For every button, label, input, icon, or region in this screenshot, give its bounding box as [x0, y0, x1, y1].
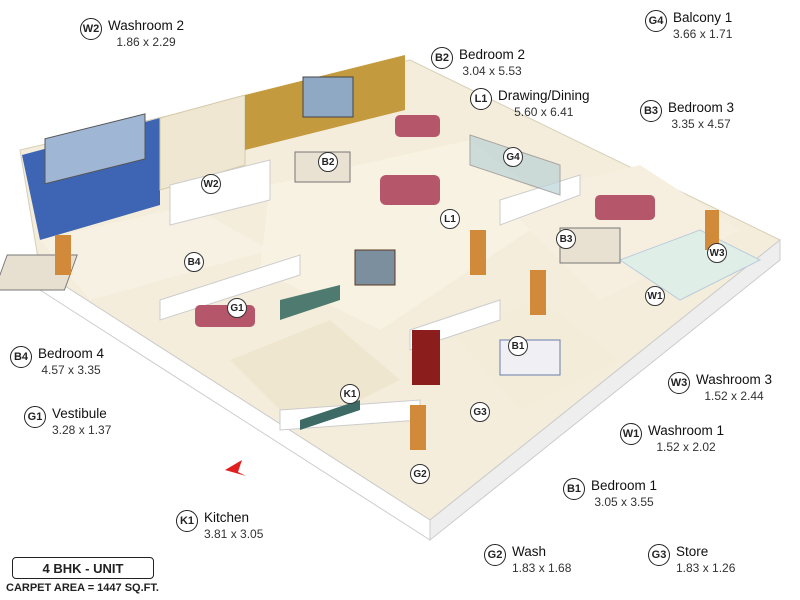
- legend-name: Bedroom 4: [38, 346, 105, 361]
- sofa-living: [380, 175, 440, 205]
- legend-drawing-dining: L1 Drawing/Dining 5.60 x 6.41: [470, 88, 590, 120]
- legend-bedroom3: B3 Bedroom 3 3.35 x 4.57: [640, 100, 734, 132]
- legend-code: G2: [484, 544, 506, 566]
- plan-marker-b3: B3: [556, 229, 576, 249]
- legend-name: Vestibule: [52, 406, 107, 421]
- legend-vestibule: G1 Vestibule 3.28 x 1.37: [24, 406, 111, 438]
- legend-name: Store: [676, 544, 709, 559]
- plan-marker-g1: G1: [227, 298, 247, 318]
- legend-washroom2: W2 Washroom 2 1.86 x 2.29: [80, 18, 184, 50]
- legend-name: Kitchen: [204, 510, 250, 525]
- unit-title-box: 4 BHK - UNIT: [12, 557, 154, 579]
- sofa-b3: [595, 195, 655, 220]
- legend-code: G4: [645, 10, 667, 32]
- plan-marker-g4: G4: [503, 147, 523, 167]
- legend-code: B4: [10, 346, 32, 368]
- legend-name: Bedroom 1: [591, 478, 658, 493]
- bedroom4-window: [44, 113, 146, 185]
- legend-name: Bedroom 2: [459, 47, 526, 62]
- door-1: [55, 235, 71, 275]
- legend-code: W3: [668, 372, 690, 394]
- legend-code: W1: [620, 423, 642, 445]
- plan-marker-w1: W1: [645, 286, 665, 306]
- legend-kitchen: K1 Kitchen 3.81 x 3.05: [176, 510, 263, 542]
- legend-dims: 1.86 x 2.29: [116, 35, 176, 49]
- door-3: [530, 270, 546, 315]
- legend-dims: 3.66 x 1.71: [673, 27, 733, 41]
- carpet-area-label: CARPET AREA = 1447 SQ.FT.: [6, 582, 159, 594]
- legend-name: Drawing/Dining: [498, 88, 590, 103]
- plan-marker-g3: G3: [470, 402, 490, 422]
- kitchen-floor: [230, 320, 400, 430]
- legend-name: Bedroom 3: [668, 100, 735, 115]
- legend-dims: 1.52 x 2.44: [704, 389, 764, 403]
- legend-name: Washroom 1: [648, 423, 725, 438]
- plan-marker-b2: B2: [318, 152, 338, 172]
- door-4: [410, 405, 426, 450]
- legend-dims: 1.83 x 1.26: [676, 561, 736, 575]
- plan-marker-w3: W3: [707, 243, 727, 263]
- legend-code: B1: [563, 478, 585, 500]
- legend-name: Wash: [512, 544, 547, 559]
- legend-wash: G2 Wash 1.83 x 1.68: [484, 544, 571, 576]
- legend-dims: 1.83 x 1.68: [512, 561, 572, 575]
- legend-code: G1: [24, 406, 46, 428]
- kitchen-counter: [280, 285, 340, 320]
- legend-bedroom2: B2 Bedroom 2 3.04 x 5.53: [431, 47, 525, 79]
- plan-marker-b4: B4: [184, 252, 204, 272]
- legend-code: B2: [431, 47, 453, 69]
- living-floor: [260, 140, 560, 330]
- washroom2-wall: [159, 94, 246, 191]
- outer-wall-right: [429, 238, 781, 542]
- entry-arrow: [225, 460, 246, 476]
- legend-name: Washroom 2: [108, 18, 185, 33]
- legend-dims: 1.52 x 2.02: [656, 440, 716, 454]
- dining-table: [354, 249, 396, 286]
- fridge: [412, 330, 440, 385]
- legend-store: G3 Store 1.83 x 1.26: [648, 544, 735, 576]
- legend-code: W2: [80, 18, 102, 40]
- bed-b1: [499, 339, 561, 376]
- plan-marker-b1: B1: [508, 336, 528, 356]
- legend-washroom3: W3 Washroom 3 1.52 x 2.44: [668, 372, 772, 404]
- legend-name: Washroom 3: [696, 372, 773, 387]
- legend-dims: 4.57 x 3.35: [41, 363, 101, 377]
- legend-name: Balcony 1: [673, 10, 733, 25]
- kitchen-counter-2: [300, 400, 360, 430]
- legend-dims: 3.81 x 3.05: [204, 527, 264, 541]
- plan-marker-g2: G2: [410, 464, 430, 484]
- plan-marker-w2: W2: [201, 174, 221, 194]
- legend-washroom1: W1 Washroom 1 1.52 x 2.02: [620, 423, 724, 455]
- legend-balcony1: G4 Balcony 1 3.66 x 1.71: [645, 10, 732, 42]
- legend-code: B3: [640, 100, 662, 122]
- bedroom2-window: [302, 76, 354, 118]
- interior-wall-1: [169, 159, 271, 226]
- plan-marker-k1: K1: [340, 384, 360, 404]
- legend-dims: 3.04 x 5.53: [462, 64, 522, 78]
- legend-dims: 3.35 x 4.57: [671, 117, 731, 131]
- legend-code: K1: [176, 510, 198, 532]
- bedroom4-floor: [40, 205, 270, 300]
- legend-code: G3: [648, 544, 670, 566]
- plan-marker-l1: L1: [440, 209, 460, 229]
- legend-bedroom1: B1 Bedroom 1 3.05 x 3.55: [563, 478, 657, 510]
- door-2: [470, 230, 486, 275]
- interior-wall-2: [159, 254, 301, 321]
- legend-dims: 5.60 x 6.41: [514, 105, 574, 119]
- legend-code: L1: [470, 88, 492, 110]
- door-5: [705, 210, 719, 250]
- legend-dims: 3.05 x 3.55: [594, 495, 654, 509]
- sofa-b2: [395, 115, 440, 137]
- legend-dims: 3.28 x 1.37: [52, 423, 112, 437]
- legend-bedroom4: B4 Bedroom 4 4.57 x 3.35: [10, 346, 104, 378]
